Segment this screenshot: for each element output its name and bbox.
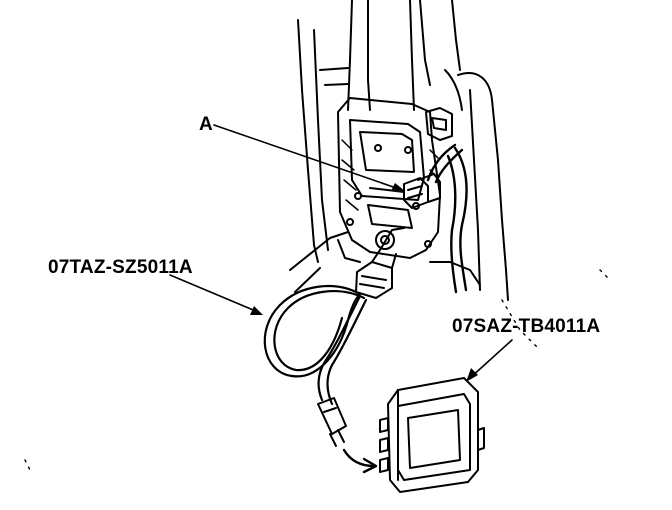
cable-connector [355,227,405,299]
coiled-cable [263,284,368,406]
connector-a [403,173,441,209]
vehicle-pillar [289,0,509,301]
cable-part-number-label: 07TAZ-SZ5011A [48,257,193,278]
vehicle-harness [426,143,468,294]
mounting-bracket [337,97,453,259]
test-box [379,377,485,493]
test-box-part-number-label: 07SAZ-TB4011A [452,316,601,337]
cable-plug [317,397,347,447]
dotted-edge [24,269,611,471]
callout-a-label: A [199,114,213,135]
leader-arrowheads [250,183,478,382]
insertion-arrow [342,448,378,474]
leader-lines [169,124,513,379]
